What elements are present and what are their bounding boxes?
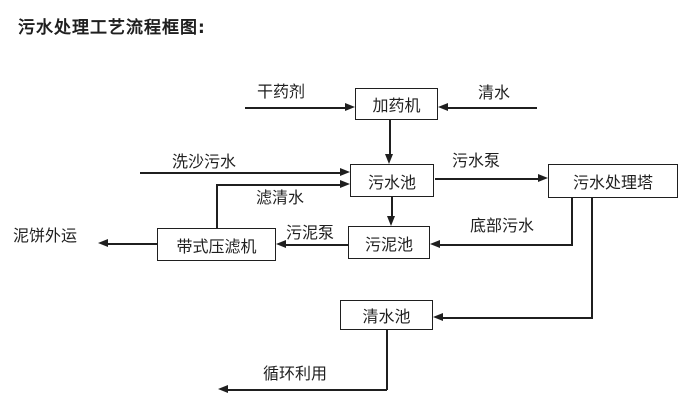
edge-sewage-to-sludge-line: [391, 197, 393, 217]
edge-label-filtered-water: 滤清水: [256, 188, 305, 207]
edge-sewage-pump-line: [435, 178, 539, 180]
arrow-left-icon: [433, 313, 443, 321]
edge-filtered-water-line: [216, 184, 341, 186]
edge-label-bottom-sewage: 底部污水: [470, 216, 535, 235]
node-belt-filter-press: 带式压滤机: [157, 228, 276, 261]
diagram-title: 污水处理工艺流程框图:: [18, 18, 206, 38]
edge-label-mud-cake: 泥饼外运: [13, 226, 78, 245]
arrow-down-icon: [385, 154, 393, 164]
edge-tower-to-clean-vline: [591, 198, 593, 318]
edge-filtered-water-vline: [216, 184, 218, 228]
arrow-right-icon: [345, 103, 355, 111]
edge-label-sewage-pump: 污水泵: [452, 151, 501, 170]
edge-label-sand-washing: 洗沙污水: [172, 152, 237, 171]
node-dosing-machine: 加药机: [355, 88, 438, 120]
edge-bottom-sewage-line: [439, 244, 573, 246]
edge-label-clean-water: 清水: [478, 83, 511, 102]
edge-clean-water-line: [447, 107, 537, 109]
edge-sand-washing-line: [140, 172, 341, 174]
arrow-left-icon: [98, 239, 108, 247]
arrow-left-icon: [438, 103, 448, 111]
arrow-right-icon: [340, 168, 350, 176]
node-treatment-tower: 污水处理塔: [548, 164, 678, 198]
edge-mud-cake-line: [107, 243, 157, 245]
edge-bottom-sewage-vline: [571, 198, 573, 245]
arrow-left-icon: [218, 385, 228, 393]
arrow-right-icon: [340, 180, 350, 188]
arrow-left-icon: [430, 240, 440, 248]
node-clean-water-pool: 清水池: [340, 300, 433, 330]
edge-sludge-pump-line: [285, 244, 348, 246]
arrow-down-icon: [387, 216, 395, 226]
node-sludge-pool: 污泥池: [348, 226, 430, 259]
edge-recycle-vline: [386, 330, 388, 390]
edge-label-recycle: 循环利用: [263, 364, 328, 383]
edge-label-sludge-pump: 污泥泵: [286, 223, 335, 242]
arrow-left-icon: [276, 240, 286, 248]
edge-dry-chemical-line: [245, 107, 346, 109]
edge-recycle-line: [227, 389, 387, 391]
node-sewage-pool: 污水池: [350, 164, 434, 197]
edge-dosing-to-sewage-line: [389, 120, 391, 155]
arrow-right-icon: [538, 174, 548, 182]
edge-tower-to-clean-line: [442, 317, 593, 319]
edge-label-dry-chemical: 干药剂: [257, 82, 306, 101]
